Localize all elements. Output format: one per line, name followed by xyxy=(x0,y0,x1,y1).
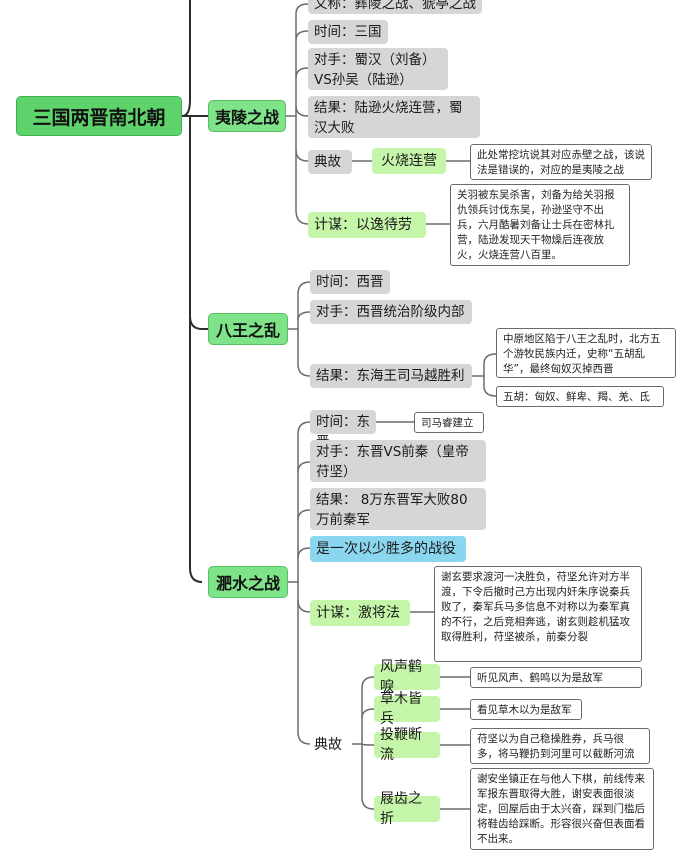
connector-yiling-down xyxy=(295,116,309,225)
yiling-strategy-note: 关羽被东吴杀害，刘备为给关羽报仇领兵讨伐东吴，孙逊坚守不出兵，六月酷暑刘备让士兵… xyxy=(450,184,630,266)
feishui-allusion-fengsheng-note: 听见风声、鹤鸣以为是敌军 xyxy=(470,667,642,688)
yiling-time[interactable]: 时间：三国 xyxy=(308,20,388,44)
bawang-result[interactable]: 结果：东海王司马越胜利 xyxy=(310,364,472,388)
feishui-time-note: 司马睿建立 xyxy=(414,412,484,433)
connector-feishui-trunk xyxy=(288,421,311,583)
bawang-result-note: 中原地区陷于八王之乱时，北方五个游牧民族内迁，史称“五胡乱华”，最终匈奴灭掉西晋 xyxy=(496,328,676,378)
feishui-allusion-caomu-note: 看见草木以为是敌军 xyxy=(470,699,582,720)
connector-feishui-res xyxy=(297,509,311,521)
connector-feishui-down xyxy=(297,582,311,745)
bawang-opponents[interactable]: 对手：西晋统治阶级内部 xyxy=(310,300,472,324)
feishui-allusion-toubian[interactable]: 投鞭断流 xyxy=(374,727,440,763)
connector-feishui-feat xyxy=(297,547,311,559)
connector-bawang-opp xyxy=(297,311,311,321)
bawang-wuhu-note: 五胡：匈奴、鲜卑、羯、羌、氐 xyxy=(496,386,664,407)
feishui-allusion-jichi[interactable]: 屐齿之折 xyxy=(374,791,440,827)
feishui-strategy[interactable]: 计谋：激将法 xyxy=(310,600,410,626)
feishui-opponents[interactable]: 对手：东晋VS前秦（皇帝苻坚） xyxy=(310,440,486,482)
yiling-strategy[interactable]: 计谋：以逸待劳 xyxy=(308,212,426,238)
connector-feishui-allu-trunk xyxy=(352,676,375,810)
branch-feishui[interactable]: 淝水之战 xyxy=(208,566,288,598)
yiling-allusion-note: 此处常挖坑说其对应赤壁之战，该说法是错误的，对应的是夷陵之战 xyxy=(470,144,652,180)
connector-yiling-opp xyxy=(295,67,309,79)
feishui-allusion-label[interactable]: 典故 xyxy=(314,737,342,753)
connector-root-down xyxy=(189,116,203,583)
yiling-opponents[interactable]: 对手：蜀汉（刘备）VS孙吴（陆逊） xyxy=(308,48,448,90)
connector-root-bawang xyxy=(189,315,208,330)
feishui-allusion-jichi-note: 谢安坐镇正在与他人下棋，前线传来军报东晋取得大胜，谢安表面很淡定，回屋后由于太兴… xyxy=(470,768,654,850)
branch-bawang[interactable]: 八王之乱 xyxy=(208,313,288,345)
connector-feishui-allu-mid xyxy=(361,708,375,746)
root-node[interactable]: 三国两晋南北朝 xyxy=(16,96,182,136)
connector-bawang-notes xyxy=(472,353,497,397)
feishui-feature[interactable]: 是一次以少胜多的战役 xyxy=(310,536,466,562)
feishui-allusion-caomu[interactable]: 草木皆兵 xyxy=(374,691,440,727)
feishui-allusion-toubian-note: 苻坚以为自己稳操胜券，兵马很多，将马鞭扔到河里可以截断河流 xyxy=(470,728,650,764)
connector-feishui-opp xyxy=(297,461,311,473)
connector-yiling-allu xyxy=(295,149,309,162)
yiling-allusion-label[interactable]: 典故 xyxy=(308,150,352,174)
yiling-allusion[interactable]: 火烧连营 xyxy=(372,148,446,174)
connector-feishui-strat xyxy=(297,599,311,613)
feishui-strategy-note: 谢玄要求渡河一决胜负，苻坚允许对方半渡，下令后撤时己方出现内奸朱序说秦兵败了，秦… xyxy=(434,566,642,662)
feishui-time[interactable]: 时间：东晋 xyxy=(310,410,376,450)
branch-yiling[interactable]: 夷陵之战 xyxy=(208,100,286,132)
yiling-alias[interactable]: 又称：彝陵之战、猇亭之战 xyxy=(308,0,482,14)
connector-yiling-res xyxy=(295,105,309,117)
connector-yiling-trunk xyxy=(286,3,309,117)
feishui-result[interactable]: 结果： 8万东晋军大败80万前秦军 xyxy=(310,488,486,530)
connector-feishui-allu-notes xyxy=(440,676,470,810)
connector-bawang-res xyxy=(297,329,311,377)
connector-root-trunk xyxy=(181,0,191,117)
bawang-time[interactable]: 时间：西晋 xyxy=(310,270,390,294)
feishui-allusion-fengsheng[interactable]: 风声鹤唳 xyxy=(374,659,440,695)
connector-bawang-trunk xyxy=(288,281,311,330)
connector-yiling-time xyxy=(295,30,309,41)
yiling-result[interactable]: 结果：陆逊火烧连营，蜀汉大败 xyxy=(308,96,480,138)
